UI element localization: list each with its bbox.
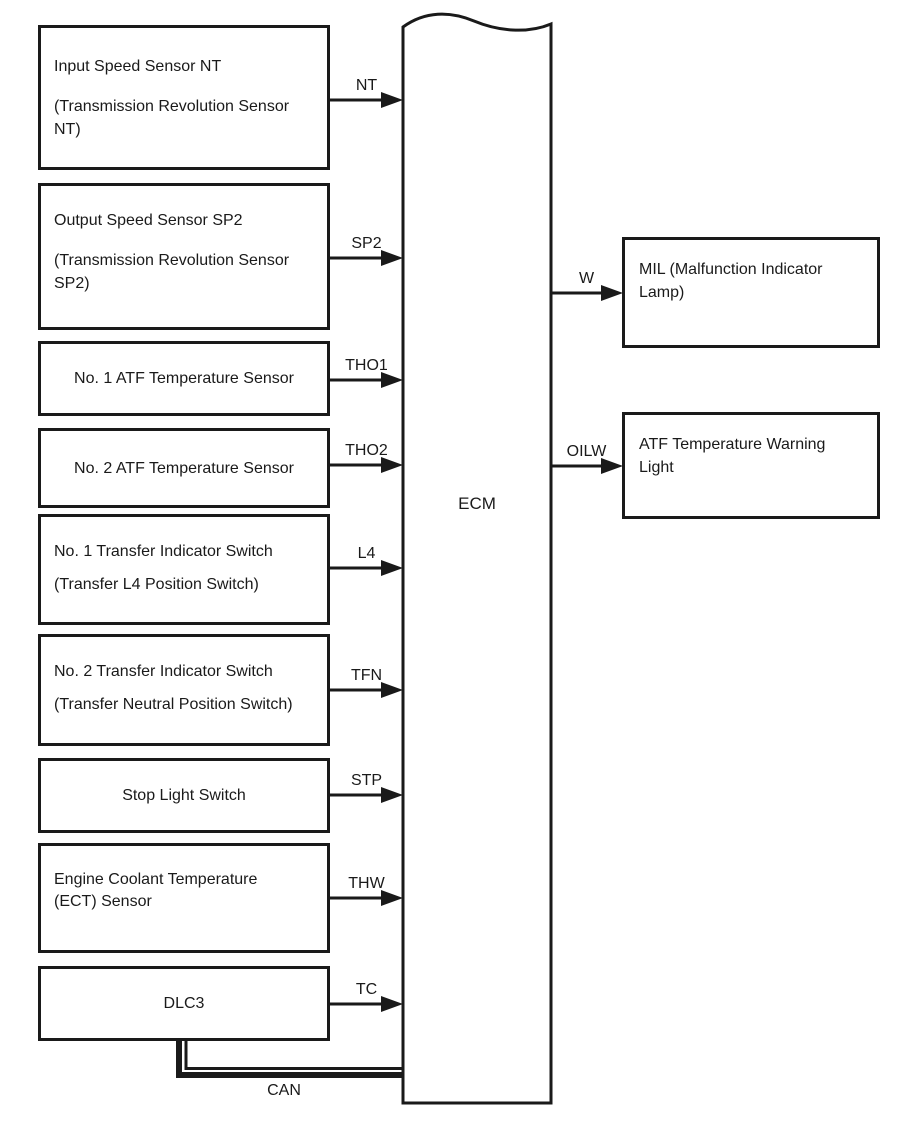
box-text-line: Stop Light Switch xyxy=(122,787,246,804)
signal-label-stp: STP xyxy=(350,772,383,789)
signal-label-tho1: THO1 xyxy=(345,357,388,374)
box-text-line: No. 1 Transfer Indicator Switch xyxy=(54,543,273,560)
signal-label-sp2: SP2 xyxy=(351,235,382,252)
input-box-input-speed-sensor-nt: Input Speed Sensor NT (Transmission Revo… xyxy=(38,25,330,170)
box-text-line: Output Speed Sensor SP2 xyxy=(54,212,243,229)
signal-label-tc: TC xyxy=(355,981,378,998)
input-box-stop-light-switch: Stop Light Switch xyxy=(38,758,330,833)
ecm-label: ECM xyxy=(458,494,496,513)
box-text-line: NT) xyxy=(54,121,81,138)
input-box-no1-transfer-indicator-switch: No. 1 Transfer Indicator Switch (Transfe… xyxy=(38,514,330,625)
thw-arrow xyxy=(330,890,403,906)
input-box-dlc3: DLC3 xyxy=(38,966,330,1041)
tho2-arrow xyxy=(330,457,403,473)
input-box-output-speed-sensor-sp2: Output Speed Sensor SP2 (Transmission Re… xyxy=(38,183,330,330)
input-box-no2-transfer-indicator-switch: No. 2 Transfer Indicator Switch (Transfe… xyxy=(38,634,330,746)
ecm-box-outline xyxy=(401,12,553,1105)
box-text-line: (ECT) Sensor xyxy=(54,893,152,910)
signal-label-tho2: THO2 xyxy=(345,442,388,459)
box-text-line: (Transfer L4 Position Switch) xyxy=(54,576,259,593)
can-bus-inner-line xyxy=(184,1039,402,1070)
box-text-line: Lamp) xyxy=(639,284,685,301)
sp2-arrow xyxy=(330,250,403,266)
tfn-arrow xyxy=(330,682,403,698)
box-text-line: (Transmission Revolution Sensor xyxy=(54,252,290,269)
oilw-arrow xyxy=(551,458,623,474)
input-box-engine-coolant-temperature-sensor: Engine Coolant Temperature (ECT) Sensor xyxy=(38,843,330,953)
can-bus-outer-line xyxy=(176,1039,402,1078)
box-text-line: No. 1 ATF Temperature Sensor xyxy=(74,370,294,387)
signal-label-l4: L4 xyxy=(357,545,376,562)
signal-label-thw: THW xyxy=(348,875,385,892)
can-bus-label: CAN xyxy=(267,1082,301,1099)
input-box-no1-atf-temperature-sensor: No. 1 ATF Temperature Sensor xyxy=(38,341,330,416)
output-box-atf-temperature-warning-light: ATF Temperature Warning Light xyxy=(622,412,880,519)
w-arrow xyxy=(551,285,623,301)
box-text-line: (Transfer Neutral Position Switch) xyxy=(54,696,293,713)
box-text-line: SP2) xyxy=(54,275,90,292)
input-box-no2-atf-temperature-sensor: No. 2 ATF Temperature Sensor xyxy=(38,428,330,508)
box-text-line: DLC3 xyxy=(163,995,205,1012)
box-text-line: (Transmission Revolution Sensor xyxy=(54,98,290,115)
tc-arrow xyxy=(330,996,403,1012)
box-text-line: No. 2 ATF Temperature Sensor xyxy=(74,459,294,477)
signal-label-w: W xyxy=(578,270,595,287)
tho1-arrow xyxy=(330,372,403,388)
l4-arrow xyxy=(330,560,403,576)
box-text-line: Engine Coolant Temperature xyxy=(54,871,258,888)
stp-arrow xyxy=(330,787,403,803)
box-text-line: Input Speed Sensor NT xyxy=(54,58,222,75)
box-text-line: ATF Temperature Warning xyxy=(639,436,826,453)
output-box-mil: MIL (Malfunction Indicator Lamp) xyxy=(622,237,880,348)
signal-label-nt: NT xyxy=(355,77,378,94)
nt-arrow xyxy=(330,92,403,108)
box-text-line: Light xyxy=(639,459,674,476)
box-text-line: MIL (Malfunction Indicator xyxy=(639,261,823,278)
signal-label-tfn: TFN xyxy=(350,667,383,684)
signal-label-oilw: OILW xyxy=(566,443,607,460)
box-text-line: No. 2 Transfer Indicator Switch xyxy=(54,663,273,680)
